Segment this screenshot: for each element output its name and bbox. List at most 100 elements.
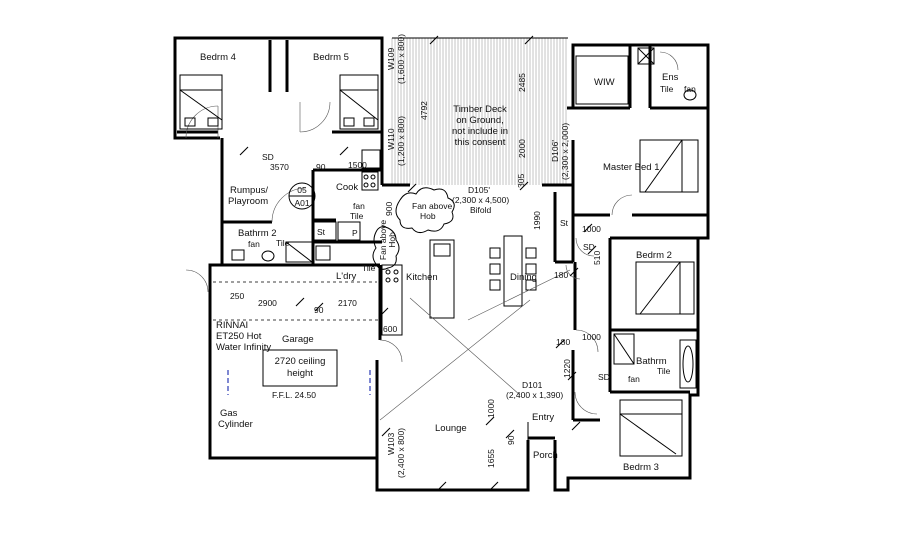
dimension-text: 90 [314, 305, 324, 315]
deck-label-line1: Timber Deck [453, 104, 507, 115]
fan-above-hob-line2: Hob [420, 211, 436, 221]
tile-mark: Tile [276, 238, 290, 248]
ceiling-note-line2: height [287, 368, 313, 379]
deck-label-line4: this consent [455, 137, 506, 148]
hob-fan-cloud [395, 187, 455, 234]
smoke-detector-mark: SD [262, 152, 274, 162]
window-tag: W103 [386, 433, 396, 455]
room-label-kitchen: Kitchen [406, 272, 438, 283]
room-label-porch: Porch [533, 450, 558, 461]
dimension-text: 2900 [258, 298, 277, 308]
room-label-bedrm5: Bedrm 5 [313, 52, 349, 63]
opening-tags: W109 (1,600 x 800) W110 (1,200 x 800) D1… [386, 34, 570, 478]
door-size: (2,400 x 1,390) [506, 390, 563, 400]
dimension-text: 180 [554, 270, 568, 280]
gas-cylinder-note-line1: Gas [220, 408, 238, 419]
store-mark: St [560, 218, 569, 228]
dimension-text: 1500 [348, 160, 367, 170]
door-swings [185, 51, 679, 415]
fixture-marks: SD SD SD fan fan fan fan Tile Tile Tile … [248, 84, 696, 384]
dimension-text: 180 [556, 337, 570, 347]
tile-mark: Tile [660, 84, 674, 94]
window-size: (1,600 x 800) [396, 34, 406, 84]
fan-above-hob-kitchen-line2: Hob [387, 232, 397, 248]
room-label-entry: Entry [532, 412, 554, 423]
dimension-text: 1990 [532, 211, 542, 230]
window-tag: W110 [386, 128, 396, 150]
room-label-cook: Cook [336, 182, 358, 193]
room-label-garage: Garage [282, 334, 314, 345]
room-labels: Bedrm 4 Bedrm 5 WIW Ens Master Bed 1 Tim… [200, 52, 679, 473]
dimension-text: 90 [506, 435, 516, 445]
dimension-text: 2000 [517, 139, 527, 158]
dimension-text: 1000 [486, 399, 496, 418]
gas-cylinder-note-line2: Cylinder [218, 419, 253, 430]
door-size: (2,300 x 4,500) [452, 195, 509, 205]
window-size: (2,400 x 800) [396, 428, 406, 478]
room-label-ldry: L'dry [336, 271, 357, 282]
ffl-note: F.F.L. 24.50 [272, 390, 316, 400]
rinnai-note-line2: ET250 Hot [216, 331, 262, 342]
section-sheet-ref: A01 [294, 198, 309, 208]
dimension-text: 900 [384, 202, 394, 216]
guidelines [213, 269, 571, 421]
dimension-text: 90 [316, 162, 326, 172]
room-label-rumpus-line2: Playroom [228, 196, 268, 207]
dimension-text: 305 [516, 174, 526, 188]
dimension-text: 600 [383, 324, 397, 334]
dimension-text: 2170 [338, 298, 357, 308]
dimension-text: 1220 [562, 359, 572, 378]
dimension-text: 1000 [582, 332, 601, 342]
room-label-ens: Ens [662, 72, 679, 83]
room-label-rumpus-line1: Rumpus/ [230, 185, 268, 196]
fan-mark: fan [353, 201, 365, 211]
window-tag: W109 [386, 48, 396, 70]
window-size: (1,200 x 800) [396, 116, 406, 166]
kitchen-fan-cloud [372, 226, 400, 270]
dimensions: 3570 90 1500 4792 2485 2000 305 900 1990… [230, 73, 602, 468]
dimension-text: 3570 [270, 162, 289, 172]
rinnai-note-line3: Water Infinity [216, 342, 271, 353]
door-tag: D101 [522, 380, 543, 390]
dimension-text: 1000 [582, 224, 601, 234]
smoke-detector-mark: SD [583, 242, 595, 252]
door-size: (2,300 x 2,000) [560, 123, 570, 180]
room-label-bedrm3: Bedrm 3 [623, 462, 659, 473]
tile-mark: Tile [362, 263, 376, 273]
room-label-wiw: WIW [594, 77, 615, 88]
section-number: 05 [297, 185, 307, 195]
door-tag: D106' [550, 140, 560, 162]
pantry-mark: P [352, 228, 358, 238]
dimension-text: 510 [592, 251, 602, 265]
room-label-bathrm2: Bathrm 2 [238, 228, 277, 239]
door-tag: D105' [468, 185, 490, 195]
room-label-dining: Dining [510, 272, 537, 283]
dimension-text: 2485 [517, 73, 527, 92]
dimension-ticks [239, 35, 597, 491]
deck-label-line2: on Ground, [456, 115, 504, 126]
fan-mark: fan [248, 239, 260, 249]
door-type: Bifold [470, 205, 492, 215]
fan-mark: fan [628, 374, 640, 384]
fixtures [179, 47, 699, 457]
timber-deck-hatch [391, 37, 568, 185]
fan-above-hob-kitchen-line1: Fan above [378, 220, 388, 260]
room-label-master: Master Bed 1 [603, 162, 660, 173]
deck-label-line3: not include in [452, 126, 508, 137]
store-mark: St [317, 227, 326, 237]
interior-walls [177, 40, 708, 458]
dimension-text: 1655 [486, 449, 496, 468]
ceiling-note-line1: 2720 ceiling [275, 356, 326, 367]
smoke-detector-mark: SD [598, 372, 610, 382]
tile-mark: Tile [350, 211, 364, 221]
room-label-bedrm4: Bedrm 4 [200, 52, 236, 63]
dimension-text: 250 [230, 291, 244, 301]
room-label-bathrm: Bathrm [636, 356, 667, 367]
fan-mark: fan [684, 84, 696, 94]
plan-notes: RINNAI ET250 Hot Water Infinity 2720 cei… [216, 320, 325, 430]
room-label-lounge: Lounge [435, 423, 467, 434]
fan-above-hob-line1: Fan above [412, 201, 452, 211]
rinnai-note-line1: RINNAI [216, 320, 248, 331]
tile-mark: Tile [657, 366, 671, 376]
